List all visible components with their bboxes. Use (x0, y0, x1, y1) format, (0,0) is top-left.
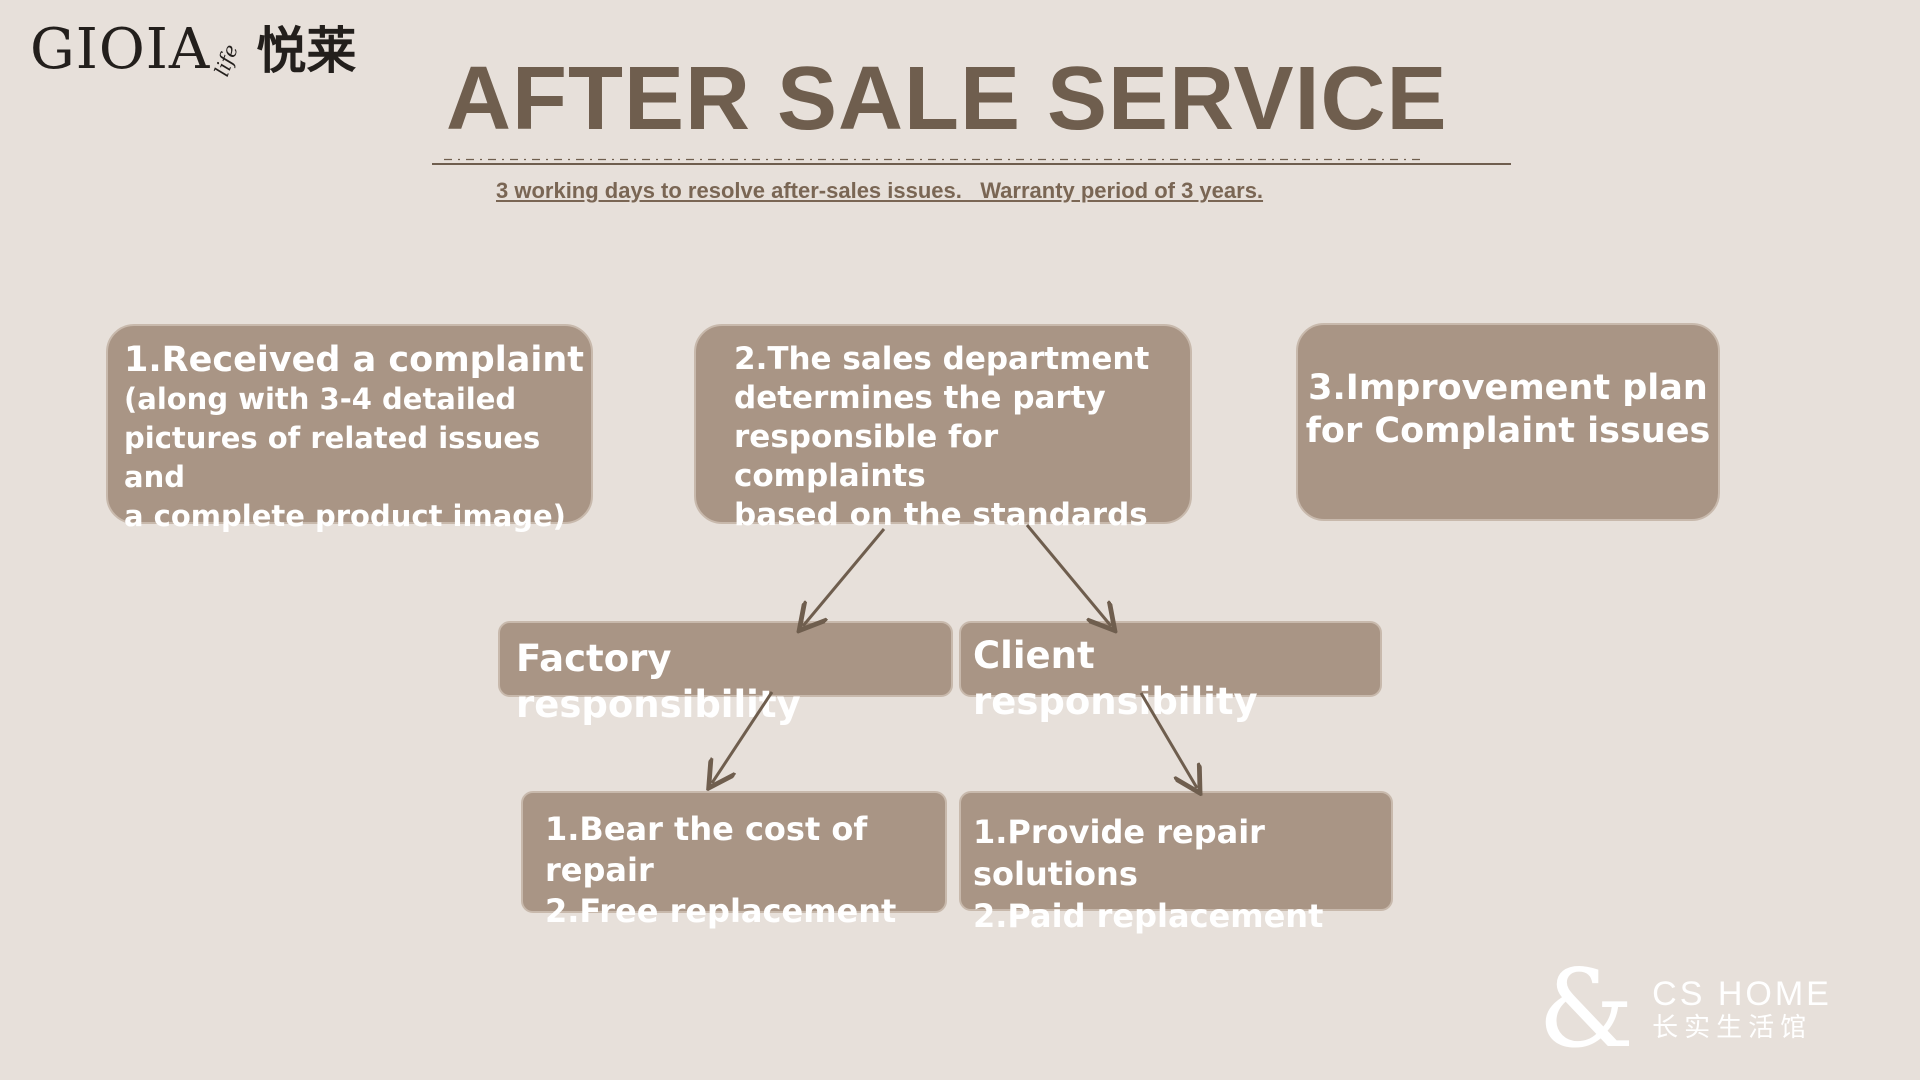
step-1-detail: (along with 3-4 detailed pictures of rel… (124, 382, 566, 533)
cs-home-logo: & CS HOME 长实生活馆 (1538, 956, 1832, 1064)
step-3-text: 3.Improvement plan for Complaint issues (1305, 368, 1711, 451)
client-outcome-box: 1.Provide repair solutions 2.Paid replac… (959, 791, 1393, 935)
logo-life-script: life (209, 41, 244, 80)
arrow-to-client (1025, 524, 1111, 626)
title-divider (432, 158, 1511, 165)
step-3-box: 3.Improvement plan for Complaint issues (1296, 323, 1720, 521)
brand-logo: GIOIA life 悦莱 (30, 17, 357, 82)
step-1-heading: 1.Received a complaint (124, 340, 584, 380)
ampersand-logo-icon: & (1538, 947, 1635, 1072)
cs-home-name: CS HOME (1652, 974, 1832, 1013)
factory-responsibility-label: Factory responsibility (516, 637, 801, 726)
step-2-box: 2.The sales department determines the pa… (694, 324, 1192, 533)
page-subtitle: 3 working days to resolve after-sales is… (496, 178, 1264, 203)
logo-chinese-name: 悦莱 (256, 21, 357, 80)
client-outcome-text: 1.Provide repair solutions 2.Paid replac… (973, 813, 1324, 935)
cs-home-text: CS HOME 长实生活馆 (1652, 974, 1832, 1045)
client-responsibility-box: Client responsibility (959, 621, 1382, 723)
factory-responsibility-box: Factory responsibility (498, 621, 953, 726)
step-1-box: 1.Received a complaint (along with 3-4 d… (106, 324, 593, 533)
factory-outcome-text: 1.Bear the cost of repair 2.Free replace… (545, 810, 897, 930)
cs-home-chinese-name: 长实生活馆 (1652, 1013, 1813, 1044)
client-responsibility-label: Client responsibility (973, 634, 1258, 723)
arrow-to-factory (803, 528, 886, 626)
logo-wordmark: GIOIA (30, 17, 211, 82)
factory-outcome-box: 1.Bear the cost of repair 2.Free replace… (521, 791, 947, 930)
page-title: AFTER SALE SERVICE (446, 49, 1448, 149)
step-2-text: 2.The sales department determines the pa… (734, 341, 1150, 533)
